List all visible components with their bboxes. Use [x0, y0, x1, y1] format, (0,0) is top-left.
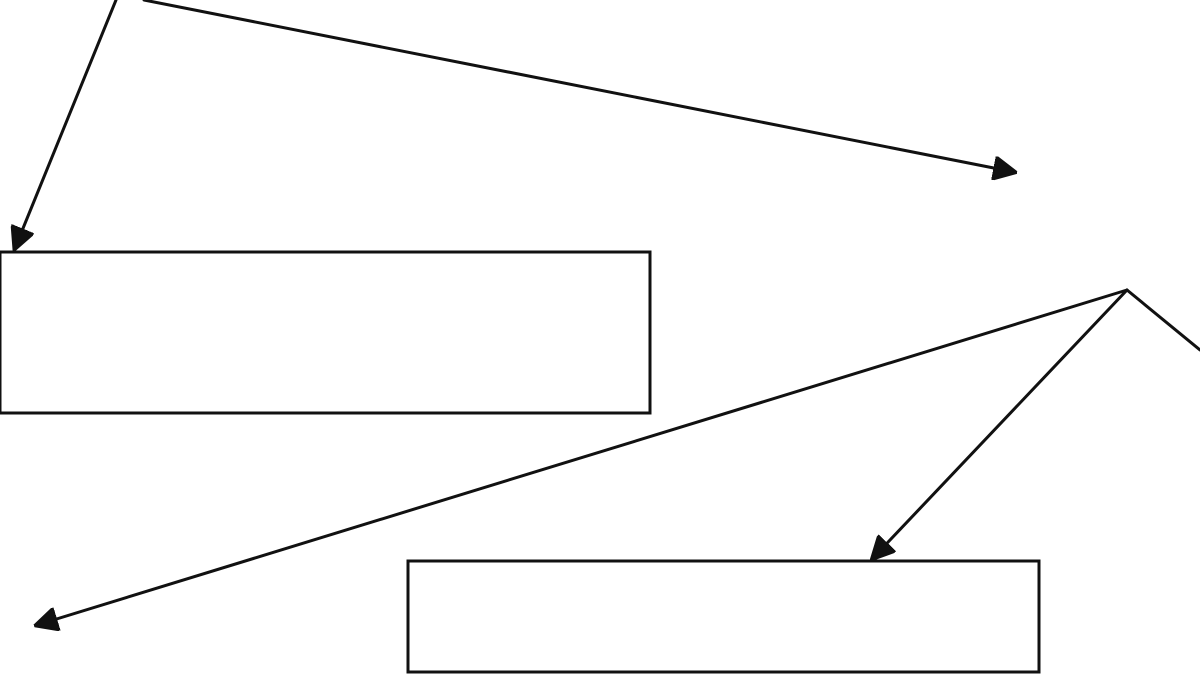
- connector-right-node-to-lower-left: [37, 288, 1129, 625]
- upper-left-box: [0, 250, 652, 415]
- lower-center-box: [406, 559, 1041, 674]
- connectors-group: [15, 0, 1200, 625]
- boxes-group: [0, 250, 1041, 674]
- connector-top-to-upper-left-box: [15, 0, 118, 248]
- connector-right-node-to-lower-center-box: [873, 288, 1129, 558]
- connector-top-to-right-node: [142, 0, 1014, 172]
- connector-right-node-to-offscreen-right: [1125, 288, 1200, 352]
